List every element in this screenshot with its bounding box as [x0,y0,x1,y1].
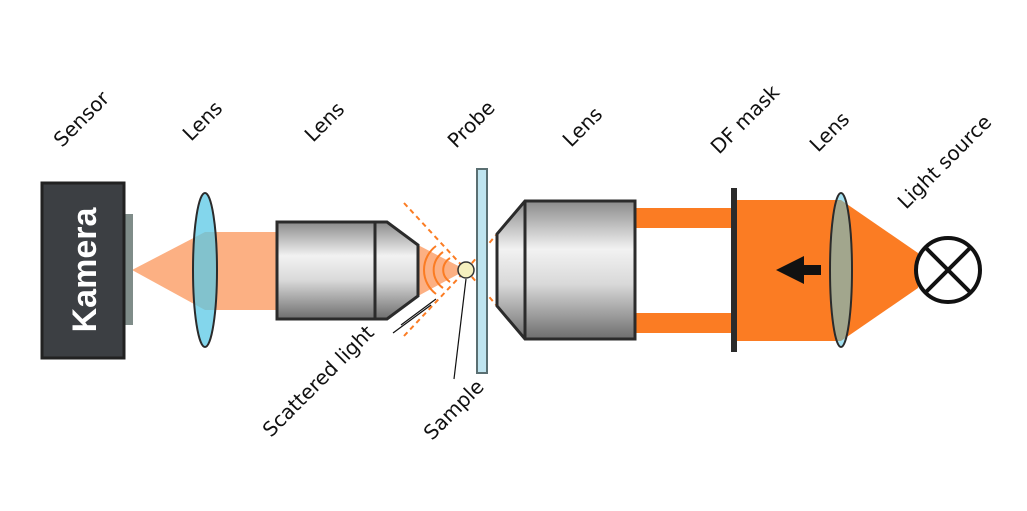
dashed-ray [465,269,498,307]
annular-beam-top [636,208,736,228]
label-light-source: Light source [893,110,997,214]
dashed-ray [403,202,467,271]
label-probe: Probe [443,95,500,152]
light-direction-arrow-icon [776,256,821,284]
light-cone-source [841,200,918,341]
camera-label: Kamera [66,207,104,333]
camera-body [40,181,126,360]
label-lens-3: Lens [558,102,608,152]
label-sample: Sample [419,375,489,445]
label-df-mask: DF mask [706,80,785,159]
lens-4 [829,192,853,348]
df-mask-bar [731,188,737,352]
scattered-light-cone [418,245,466,296]
sensor-chip [124,214,133,325]
lens-1 [192,192,218,348]
scattered-light-waves [423,245,451,295]
probe-slide [476,168,488,374]
objective-lens-right [495,199,637,341]
light-source-lamp-icon [914,236,982,304]
label-lens-2: Lens [300,97,350,147]
scattered-light-leader [400,298,437,326]
dashed-ray [465,233,498,271]
label-lens-4: Lens [805,107,855,157]
label-sensor: Sensor [49,86,115,152]
focus-cone [132,232,205,310]
scattered-light-leader [392,304,432,334]
label-scattered-light: Scattered light [258,320,379,441]
dashed-ray [403,269,467,337]
sample-particle [457,261,475,279]
sample-leader [453,278,467,380]
objective-lens-left [275,220,420,321]
label-lens-1: Lens [178,96,228,146]
annular-beam-bottom [636,313,736,333]
